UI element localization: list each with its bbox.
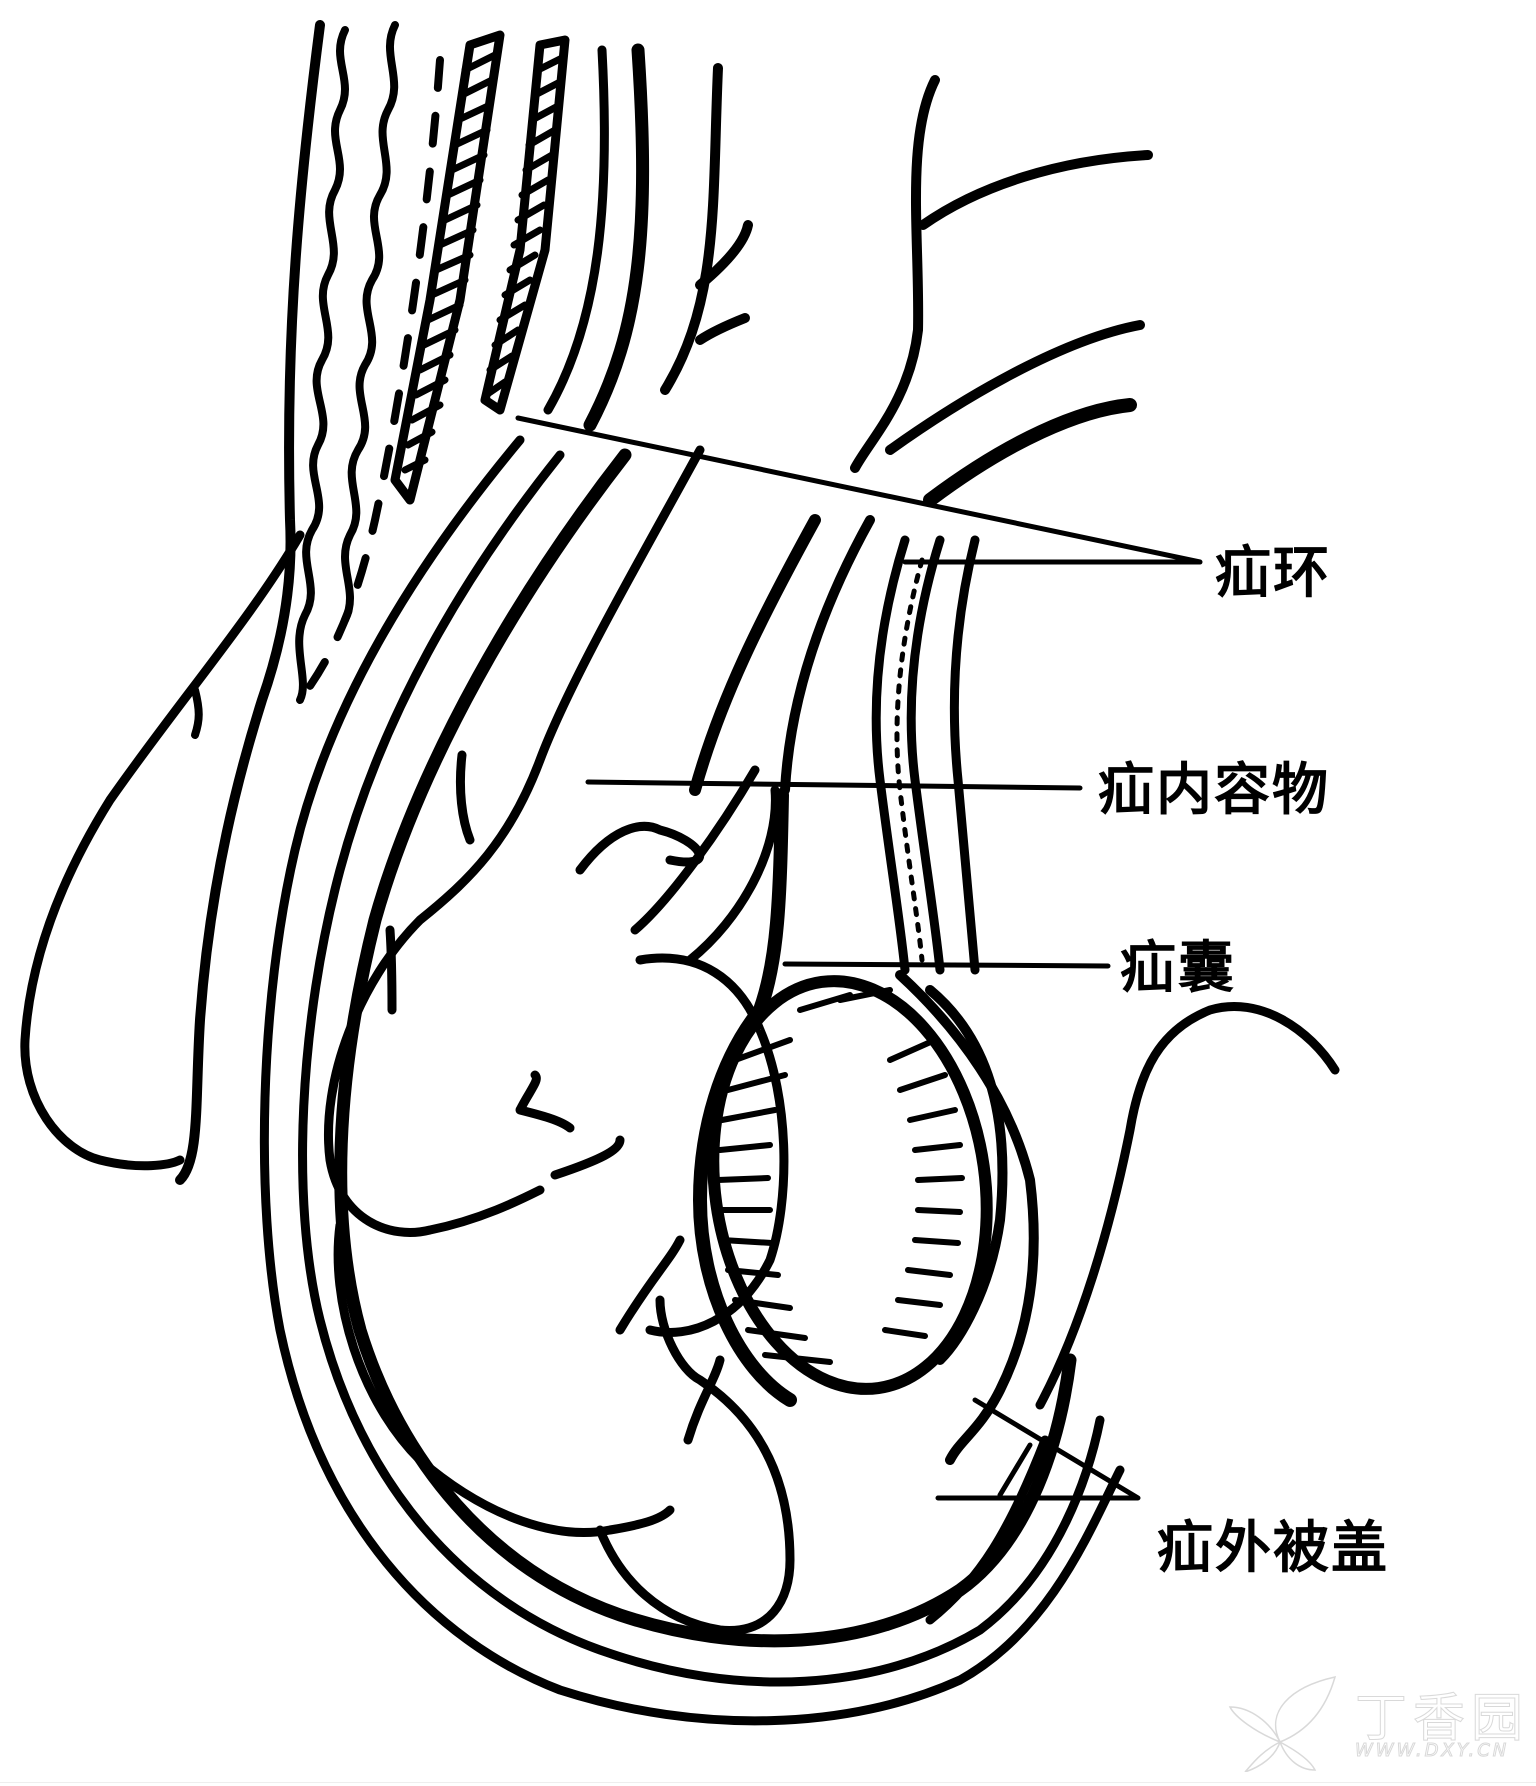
skin-outline-left	[20, 530, 305, 1171]
leader-lines	[515, 415, 1203, 1501]
watermark-brand: 丁香园	[1354, 1689, 1530, 1750]
watermark: 丁香园 WWW.DXY.CN	[1215, 1672, 1525, 1773]
skin-notch	[191, 686, 203, 739]
bottom-divider	[0, 1782, 1536, 1783]
testis	[707, 975, 1008, 1395]
sac-outer-layers	[259, 435, 1125, 1726]
leader-hernia-coverings	[935, 1397, 1141, 1501]
testis-hatching	[715, 987, 965, 1365]
spermatic-cord	[871, 535, 980, 975]
sac-wall-mid	[780, 515, 875, 795]
leader-hernia-contents	[585, 779, 1083, 791]
muscle-hatching	[401, 51, 566, 474]
leader-hernia-ring	[515, 415, 1203, 565]
label-hernia-sac: 疝囊	[1120, 935, 1236, 1001]
dxy-leaf-logo-icon	[1228, 1675, 1337, 1773]
label-hernia-coverings: 疝外被盖	[1157, 1515, 1389, 1581]
label-hernia-ring: 疝环	[1215, 540, 1331, 606]
watermark-url: WWW.DXY.CN	[1354, 1740, 1510, 1762]
abdominal-wall-layers	[175, 20, 570, 1185]
leader-hernia-sac	[782, 961, 1111, 969]
sac-wall-left	[689, 514, 821, 796]
scrotum-outline	[1035, 1001, 1340, 1410]
label-hernia-contents: 疝内容物	[1098, 757, 1330, 823]
intestine-loops	[323, 445, 795, 1635]
sac-outer-right	[895, 970, 1039, 1465]
inguinal-canal-layers	[543, 43, 1153, 507]
